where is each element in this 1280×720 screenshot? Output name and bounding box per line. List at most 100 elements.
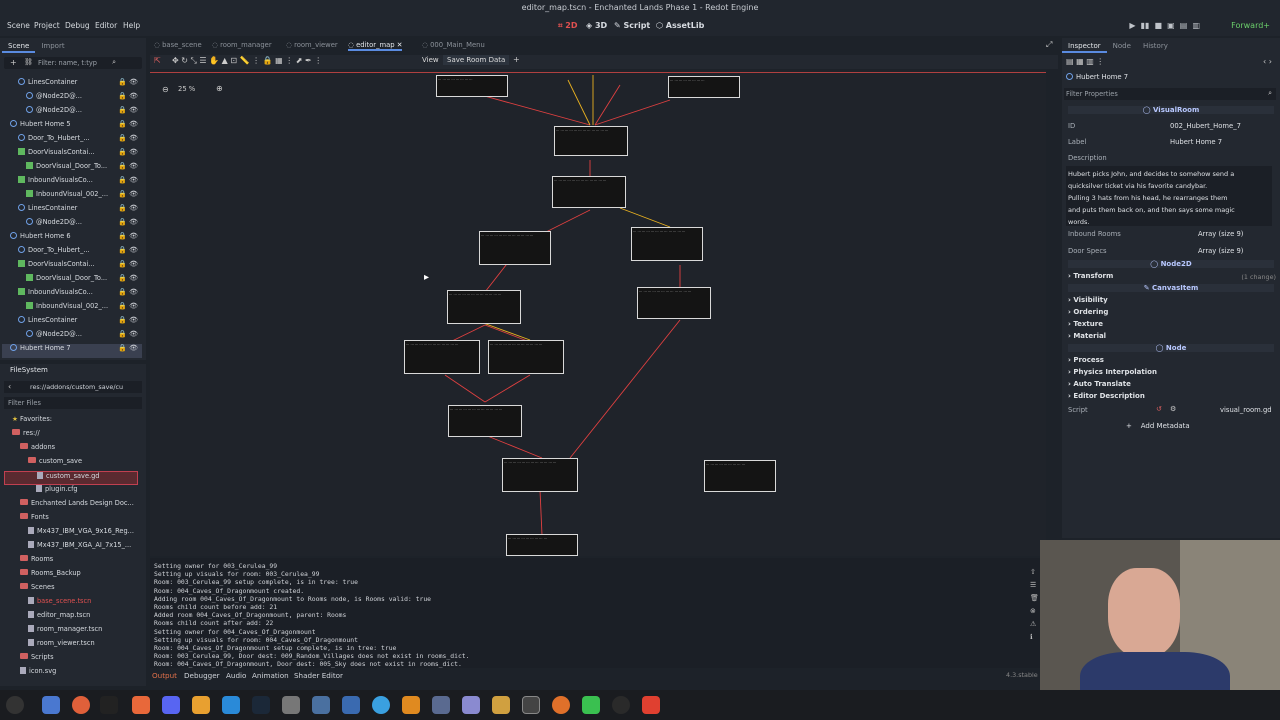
revert-icon[interactable]: ↺ bbox=[1156, 405, 1162, 413]
visibility-icon[interactable]: 🔒 👁 bbox=[118, 288, 138, 296]
scene-tree-item[interactable]: InboundVisualsCo...🔒 👁 bbox=[2, 176, 142, 190]
room-node[interactable]: ... ... ... ... ... ... ... ... ... ... … bbox=[631, 227, 703, 261]
scene-tree-item[interactable]: @Node2D@...🔒 👁 bbox=[2, 106, 142, 120]
steam-icon[interactable] bbox=[252, 696, 270, 714]
filesystem-item[interactable]: room_viewer.tscn bbox=[4, 639, 138, 653]
scene-tree-item[interactable]: Hubert Home 5🔒 👁 bbox=[2, 120, 142, 134]
scene-tree-item[interactable]: LinesContainer🔒 👁 bbox=[2, 316, 142, 330]
filesystem-item[interactable]: editor_map.tscn bbox=[4, 611, 138, 625]
settings-icon[interactable] bbox=[492, 696, 510, 714]
select-tool-icon[interactable]: ⇱ bbox=[154, 56, 161, 65]
blender-icon[interactable] bbox=[192, 696, 210, 714]
visibility-icon[interactable]: 🔒 👁 bbox=[118, 106, 138, 114]
scene-tree-item[interactable]: InboundVisualsCo...🔒 👁 bbox=[2, 288, 142, 302]
document-icon[interactable] bbox=[342, 696, 360, 714]
visibility-icon[interactable]: 🔒 👁 bbox=[118, 260, 138, 268]
script-value[interactable]: visual_room.gd bbox=[1220, 406, 1272, 414]
filesystem-item[interactable]: room_manager.tscn bbox=[4, 625, 138, 639]
section-ordering[interactable]: › Ordering bbox=[1068, 308, 1109, 316]
tab-node[interactable]: Node bbox=[1112, 42, 1131, 50]
menu-help[interactable]: Help bbox=[123, 21, 141, 30]
tab-output[interactable]: Output bbox=[152, 671, 177, 680]
add-node-icon[interactable]: + bbox=[10, 58, 17, 67]
history-nav-icons[interactable]: ‹ › bbox=[1263, 57, 1272, 66]
filesystem-item[interactable]: Rooms_Backup bbox=[4, 569, 138, 583]
link-icon[interactable]: ⛓ bbox=[24, 58, 33, 66]
filesystem-item[interactable]: Rooms bbox=[4, 555, 138, 569]
menu-project[interactable]: Project bbox=[34, 21, 60, 30]
chrome-icon[interactable] bbox=[372, 696, 390, 714]
scene-tree-item[interactable]: @Node2D@...🔒 👁 bbox=[2, 218, 142, 232]
scene-tree-item[interactable]: DoorVisualsContai...🔒 👁 bbox=[2, 260, 142, 274]
play-controls[interactable]: ▶ ▮▮ ■ ▣ ▤ ▥ bbox=[1129, 21, 1200, 30]
label-value[interactable]: Hubert Home 7 bbox=[1170, 138, 1223, 146]
room-node[interactable]: ... ... ... ... ... ... ... ... ... ... … bbox=[637, 287, 711, 319]
room-node[interactable]: ... ... ... ... ... ... ... ... ... ... … bbox=[479, 231, 551, 265]
brave-icon[interactable] bbox=[132, 696, 150, 714]
tab-history[interactable]: History bbox=[1142, 42, 1168, 50]
mode-3d-button[interactable]: ◈ 3D bbox=[586, 21, 608, 30]
firefox-icon[interactable] bbox=[72, 696, 90, 714]
scene-tree-item[interactable]: DoorVisualsContai...🔒 👁 bbox=[2, 148, 142, 162]
mode-script-button[interactable]: ✎ Script bbox=[614, 21, 651, 30]
scene-tree-item[interactable]: @Node2D@...🔒 👁 bbox=[2, 330, 142, 344]
inspector-filter-input[interactable]: Filter Properties ⌕ bbox=[1064, 88, 1276, 100]
save-room-data-button[interactable]: Save Room Data bbox=[443, 55, 510, 65]
visibility-icon[interactable]: 🔒 👁 bbox=[118, 162, 138, 170]
gear-icon[interactable]: ⚙ bbox=[1170, 405, 1177, 413]
scene-filter-input[interactable]: Filter: name, t:typ + ⛓ ⌕ bbox=[4, 57, 142, 69]
terminal-icon[interactable] bbox=[100, 696, 118, 714]
tab-scene[interactable]: Scene bbox=[2, 41, 36, 53]
move-tool-icon[interactable]: ✥ ↻ ⤡ ☰ ✋ ▲ ⊡ 📏 ⋮ 🔒 ▦ ⋮ ⬈ ✒ ⋮ bbox=[172, 56, 323, 65]
tab-audio[interactable]: Audio bbox=[226, 671, 247, 680]
room-node[interactable]: ... ... ... ... ... ... ... ... ... ... … bbox=[447, 290, 521, 324]
mail-icon[interactable] bbox=[432, 696, 450, 714]
renderer-select[interactable]: Forward+ bbox=[1231, 21, 1270, 30]
visibility-icon[interactable]: 🔒 👁 bbox=[118, 204, 138, 212]
visibility-icon[interactable]: 🔒 👁 bbox=[118, 78, 138, 86]
filesystem-item[interactable]: icon.svg bbox=[4, 667, 138, 681]
room-node[interactable]: ... ... ... ... ... ... ... ... ... ... … bbox=[448, 405, 522, 437]
section-process[interactable]: › Process bbox=[1068, 356, 1104, 364]
section-transform[interactable]: › Transform bbox=[1068, 272, 1114, 280]
visibility-icon[interactable]: 🔒 👁 bbox=[118, 330, 138, 338]
scene-tree-item[interactable]: InboundVisual_002_...🔒 👁 bbox=[2, 190, 142, 204]
menu-scene[interactable]: Scene bbox=[7, 21, 30, 30]
scene-tree-item[interactable]: LinesContainer🔒 👁 bbox=[2, 78, 142, 92]
add-toolbar-icon[interactable]: + bbox=[513, 55, 520, 64]
back-icon[interactable]: ‹ bbox=[8, 382, 12, 391]
app-icon[interactable] bbox=[282, 696, 300, 714]
section-physics-interpolation[interactable]: › Physics Interpolation bbox=[1068, 368, 1157, 376]
scene-tree-item[interactable]: LinesContainer🔒 👁 bbox=[2, 204, 142, 218]
zoom-out-icon[interactable]: ⊖ bbox=[162, 85, 169, 94]
filesystem-item[interactable]: Enchanted Lands Design Doc... bbox=[4, 499, 138, 513]
view-menu[interactable]: View bbox=[422, 56, 439, 64]
github-icon[interactable] bbox=[612, 696, 630, 714]
obs-icon[interactable] bbox=[522, 696, 540, 714]
section-material[interactable]: › Material bbox=[1068, 332, 1107, 340]
visibility-icon[interactable]: 🔒 👁 bbox=[118, 176, 138, 184]
visibility-icon[interactable]: 🔒 👁 bbox=[118, 232, 138, 240]
visibility-icon[interactable]: 🔒 👁 bbox=[118, 246, 138, 254]
scene-tree-item[interactable]: Hubert Home 7🔒 👁 bbox=[2, 344, 142, 358]
object-selector[interactable]: Hubert Home 7 bbox=[1066, 72, 1276, 83]
scene-tree-item[interactable]: Door_To_Hubert_...🔒 👁 bbox=[2, 246, 142, 260]
add-metadata-button[interactable]: + Add Metadata bbox=[1126, 422, 1190, 430]
visibility-icon[interactable]: 🔒 👁 bbox=[118, 134, 138, 142]
tab-inspector[interactable]: Inspector bbox=[1062, 41, 1107, 53]
filesystem-item[interactable]: Scenes bbox=[4, 583, 138, 597]
room-node[interactable]: ... ... ... ... ... ... ... ... ... ... … bbox=[404, 340, 480, 374]
filesystem-path[interactable]: ‹ res://addons/custom_save/cu bbox=[4, 381, 142, 393]
scene-tree-item[interactable]: DoorVisual_Door_To...🔒 👁 bbox=[2, 162, 142, 176]
files-icon[interactable] bbox=[42, 696, 60, 714]
editor-tab[interactable]: ◌ room_manager bbox=[212, 41, 272, 49]
scene-tree-item[interactable]: Hubert Home 6🔒 👁 bbox=[2, 232, 142, 246]
filesystem-item[interactable]: plugin.cfg bbox=[4, 485, 138, 499]
camera-icon[interactable] bbox=[312, 696, 330, 714]
filesystem-item[interactable]: Scripts bbox=[4, 653, 138, 667]
room-node[interactable]: ... ... ... ... ... ... ... ... ... ... … bbox=[552, 176, 626, 208]
visibility-icon[interactable]: 🔒 👁 bbox=[118, 344, 138, 352]
filesystem-item[interactable]: Mx437_IBM_XGA_AI_7x15_... bbox=[4, 541, 138, 555]
visibility-icon[interactable]: 🔒 👁 bbox=[118, 120, 138, 128]
canvas-viewport[interactable]: ⊖ 25 % ⊕ ... ... ... ... ... ... ... .. bbox=[150, 70, 1046, 556]
